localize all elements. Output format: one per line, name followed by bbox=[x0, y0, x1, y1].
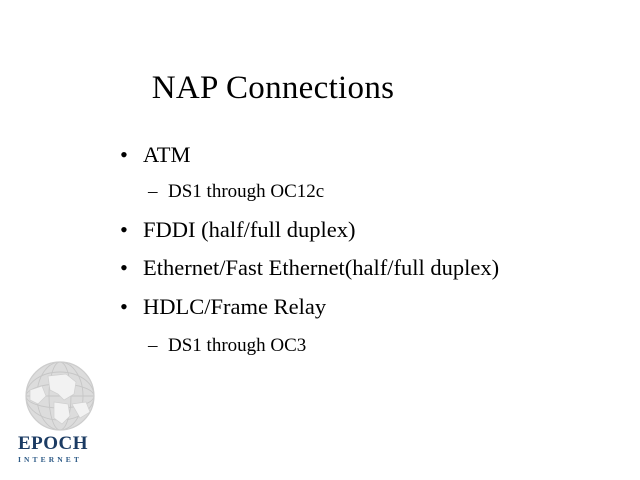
epoch-internet-logo: EPOCH INTERNET bbox=[18, 360, 110, 468]
bullet-item-level2: – DS1 through OC12c bbox=[112, 175, 528, 208]
slide-body-content: • ATM – DS1 through OC12c • FDDI (half/f… bbox=[112, 136, 528, 362]
bullet-dash-icon: – bbox=[148, 180, 158, 202]
bullet-item-level1: • HDLC/Frame Relay bbox=[112, 288, 528, 327]
bullet-dash-icon: – bbox=[148, 335, 158, 356]
slide-title: NAP Connections bbox=[151, 70, 395, 107]
bullet-item-level1: • ATM bbox=[112, 136, 528, 175]
bullet-text: DS1 through OC3 bbox=[168, 335, 307, 356]
logo-wordmark: EPOCH INTERNET bbox=[18, 434, 110, 465]
bullet-item-level1: • FDDI (half/full duplex) bbox=[112, 211, 528, 250]
bullet-text: DS1 through OC12c bbox=[168, 180, 325, 202]
bullet-text: HDLC/Frame Relay bbox=[143, 293, 327, 319]
bullet-dot-icon: • bbox=[120, 216, 128, 242]
bullet-text: FDDI (half/full duplex) bbox=[143, 216, 356, 242]
bullet-dot-icon: • bbox=[120, 255, 128, 280]
bullet-item-level1: • Ethernet/Fast Ethernet(half/full duple… bbox=[112, 249, 528, 288]
globe-icon bbox=[25, 361, 95, 431]
bullet-item-level2: – DS1 through OC3 bbox=[112, 329, 528, 362]
bullet-dot-icon: • bbox=[120, 293, 128, 319]
logo-tagline-text: INTERNET bbox=[18, 455, 82, 464]
bullet-dot-icon: • bbox=[120, 142, 128, 167]
bullet-text: Ethernet/Fast Ethernet(half/full duplex) bbox=[143, 255, 500, 280]
logo-name-text: EPOCH bbox=[18, 433, 89, 454]
bullet-text: ATM bbox=[143, 142, 191, 167]
